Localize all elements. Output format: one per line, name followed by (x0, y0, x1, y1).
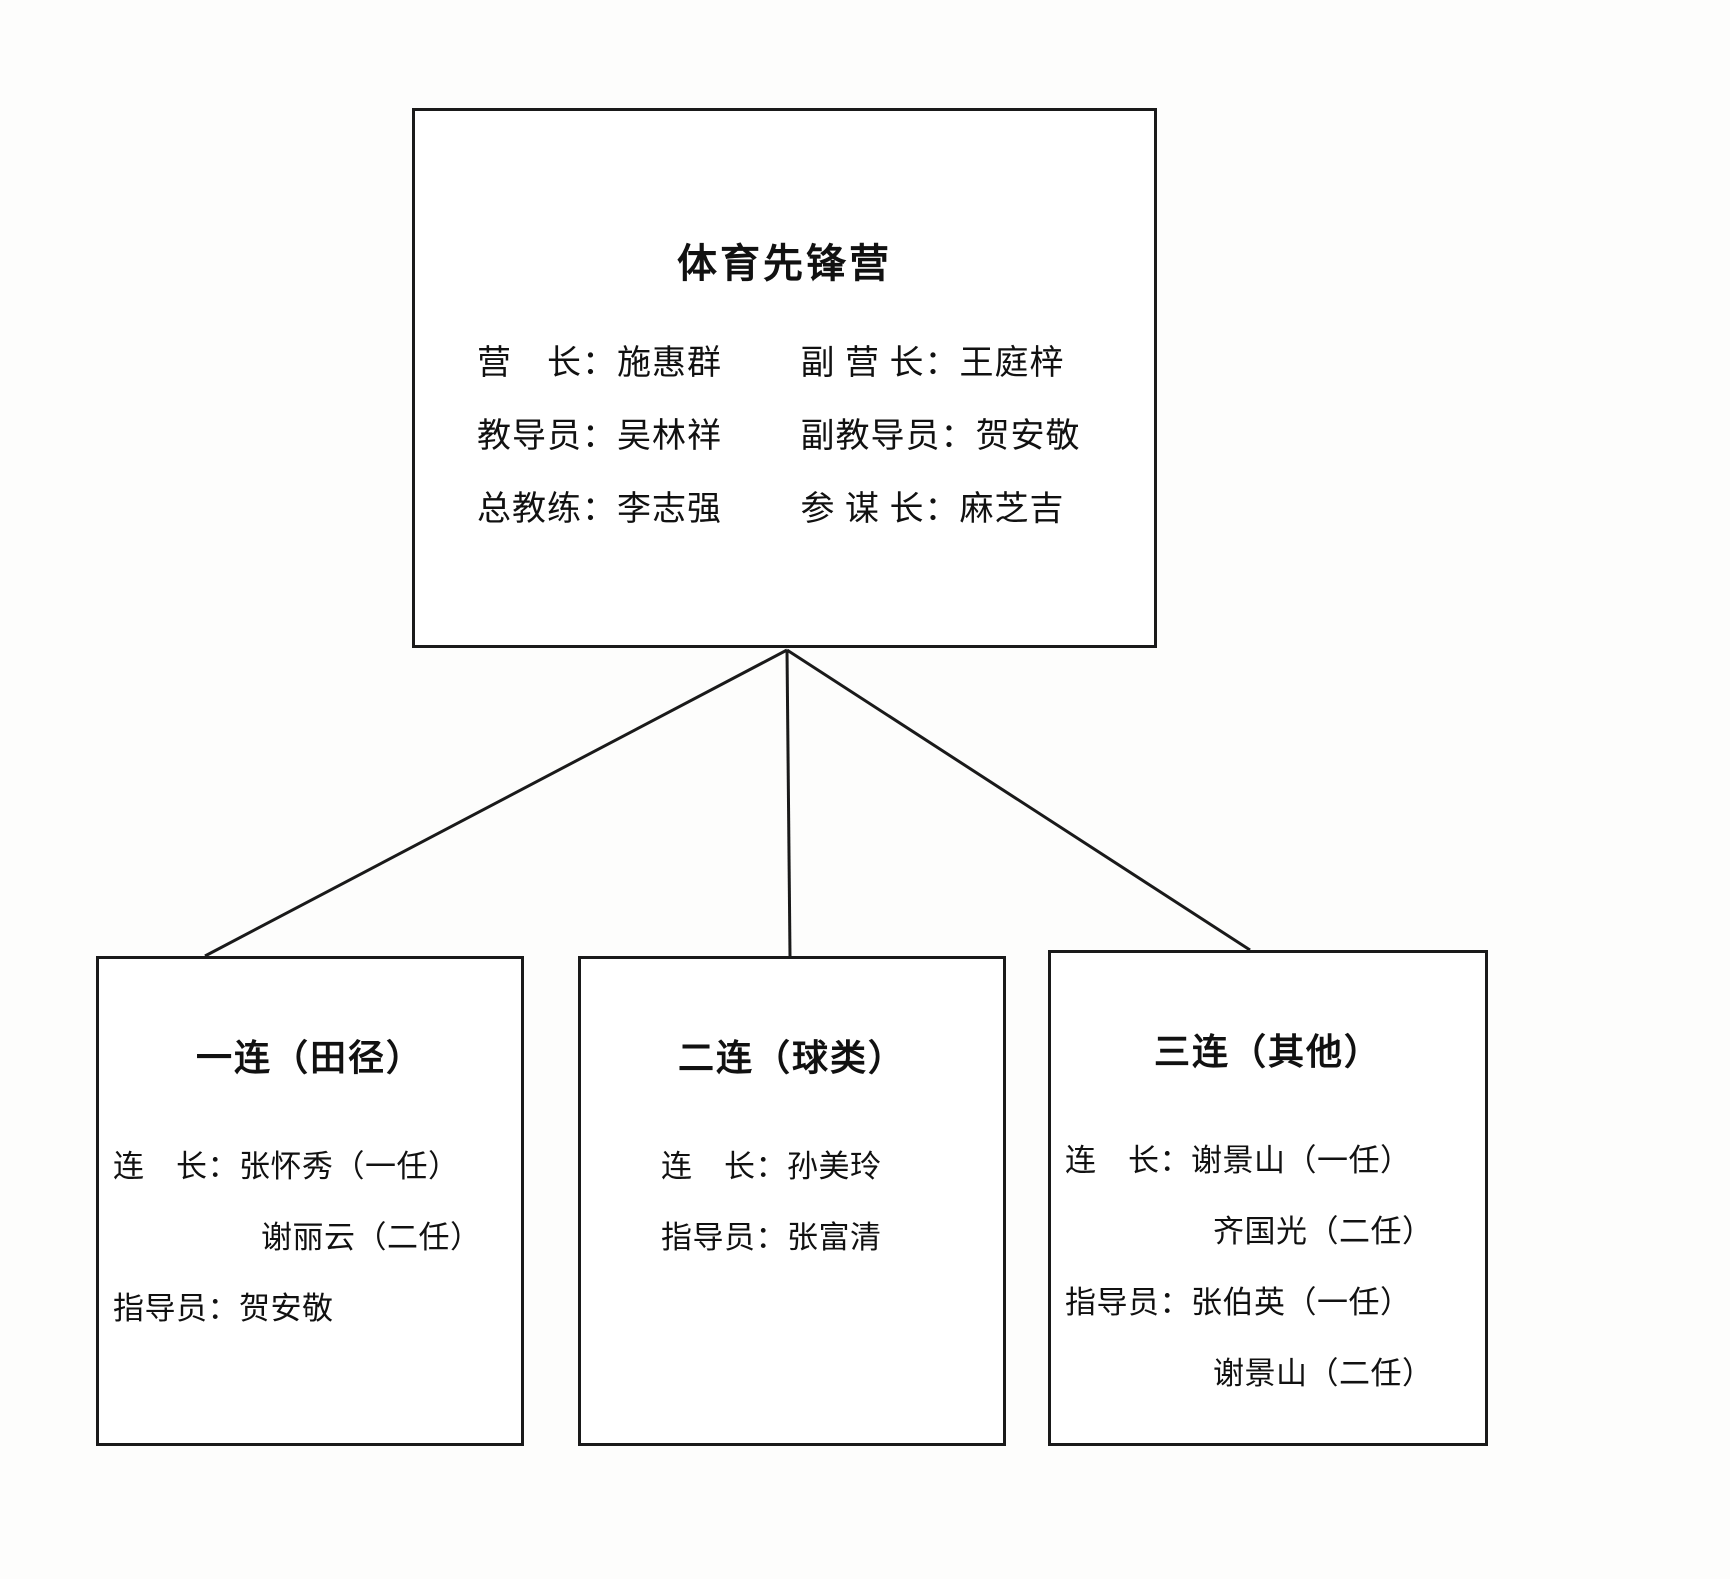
roster-entry-chief-of-staff: 参 谋 长：麻芝吉 (800, 491, 1065, 528)
battalion-title: 体育先锋营 (677, 242, 892, 286)
connector-line-root-to-company-3 (786, 648, 1251, 952)
company-3-line-instructor: 指导员：张伯英（一任） (1065, 1285, 1412, 1320)
company-2-title: 二连（球类） (677, 1037, 906, 1078)
roster-entry-head-coach: 总教练：李志强 (477, 491, 722, 528)
company-1-roster: 连 长：张怀秀（一任） 谢丽云（二任） 指导员：贺安敬 (99, 1141, 521, 1328)
company-1-line-instructor: 指导员：贺安敬 (113, 1291, 334, 1326)
roster-row: 总教练：李志强 参 谋 长：麻芝吉 (477, 481, 1124, 530)
roster-row: 教导员：吴林祥 副教导员：贺安敬 (477, 408, 1124, 457)
company-1-title: 一连（田径） (195, 1037, 424, 1078)
org-node-company-1[interactable]: 一连（田径） 连 长：张怀秀（一任） 谢丽云（二任） 指导员：贺安敬 (96, 956, 524, 1446)
company-3-line-commander: 连 长：谢景山（一任） (1065, 1143, 1412, 1178)
connector-line-root-to-company-2 (785, 649, 792, 957)
roster-row: 营 长：施惠群 副 营 长：王庭梓 (477, 335, 1124, 384)
company-1-line-commander-second: 谢丽云（二任） (261, 1220, 482, 1255)
company-3-roster: 连 长：谢景山（一任） 齐国光（二任） 指导员：张伯英（一任） 谢景山（二任） (1051, 1135, 1485, 1393)
org-node-battalion[interactable]: 体育先锋营 营 长：施惠群 副 营 长：王庭梓 教导员：吴林祥 副教导员：贺安敬… (412, 108, 1157, 648)
roster-entry-instructor: 教导员：吴林祥 (477, 418, 722, 455)
company-2-roster: 连 长：孙美玲 指导员：张富清 (581, 1141, 1003, 1257)
roster-entry-deputy-instructor: 副教导员：贺安敬 (800, 418, 1081, 455)
company-3-title: 三连（其他） (1153, 1031, 1382, 1072)
roster-entry-deputy-commander: 副 营 长：王庭梓 (800, 345, 1065, 382)
company-2-line-commander: 连 长：孙美玲 (661, 1149, 882, 1184)
company-2-line-instructor: 指导员：张富清 (661, 1220, 882, 1255)
connector-line-root-to-company-1 (204, 648, 788, 958)
org-node-company-3[interactable]: 三连（其他） 连 长：谢景山（一任） 齐国光（二任） 指导员：张伯英（一任） 谢… (1048, 950, 1488, 1446)
company-1-line-commander: 连 长：张怀秀（一任） (113, 1149, 460, 1184)
battalion-roster: 营 长：施惠群 副 营 长：王庭梓 教导员：吴林祥 副教导员：贺安敬 总教练：李… (415, 335, 1154, 530)
company-3-line-instructor-second: 谢景山（二任） (1213, 1356, 1434, 1391)
org-node-company-2[interactable]: 二连（球类） 连 长：孙美玲 指导员：张富清 (578, 956, 1006, 1446)
company-3-line-commander-second: 齐国光（二任） (1213, 1214, 1434, 1249)
roster-entry-commander: 营 长：施惠群 (477, 345, 722, 382)
